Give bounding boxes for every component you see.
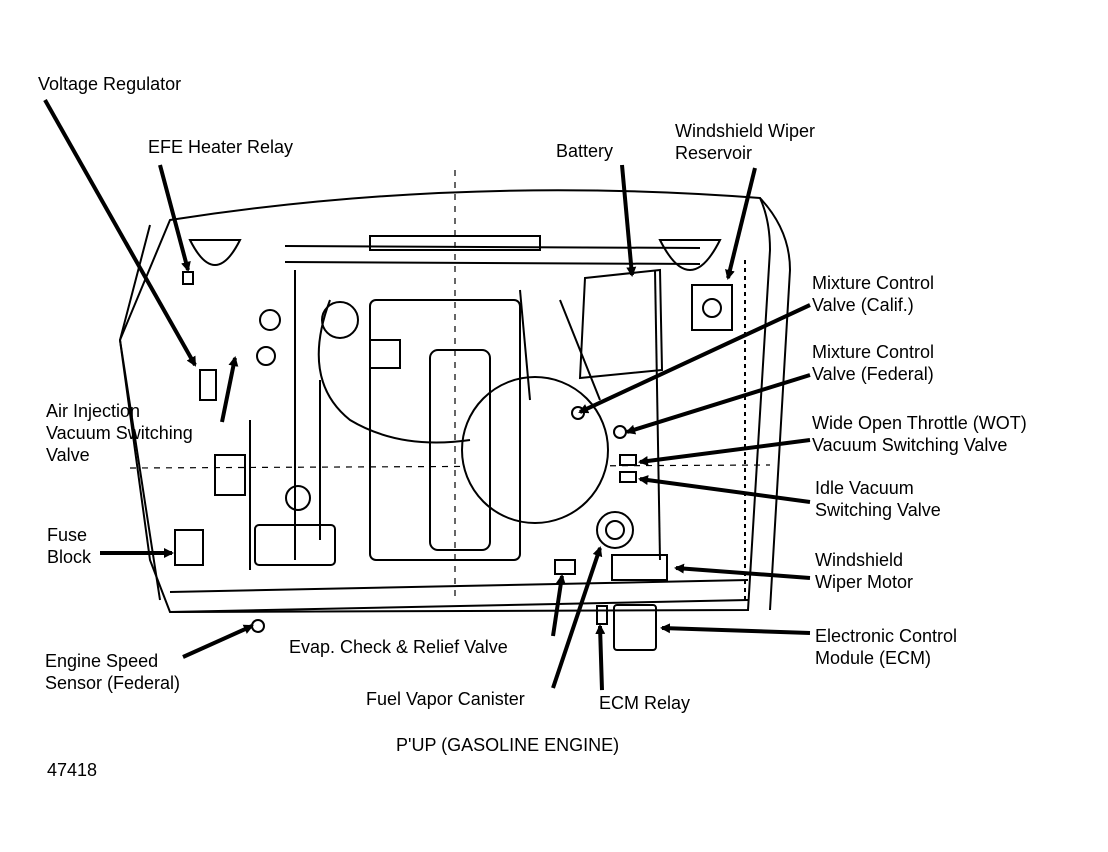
engine-components [174, 239, 733, 651]
label-efe-heater-relay: EFE Heater Relay [148, 137, 294, 157]
label-windshield-wiper-motor: Windshield Wiper Motor [815, 550, 914, 592]
label-fuse-block: Fuse Block [47, 525, 92, 567]
vehicle-outline [118, 170, 792, 614]
label-mixture-control-valve-federal: Mixture Control Valve (Federal) [812, 342, 935, 384]
label-fuel-vapor-canister: Fuel Vapor Canister [366, 689, 525, 709]
label-battery: Battery [556, 141, 614, 161]
label-mixture-control-valve-calif: Mixture Control Valve (Calif.) [812, 273, 935, 315]
label-windshield-wiper-reservoir: Windshield Wiper Reservoir [675, 121, 816, 163]
leader-arrows [43, 99, 811, 691]
label-ecm-relay: ECM Relay [599, 693, 691, 713]
label-electronic-control-module: Electronic Control Module (ECM) [815, 626, 958, 668]
label-voltage-regulator: Voltage Regulator [38, 74, 182, 94]
label-idle-vacuum-switching-valve: Idle Vacuum Switching Valve [815, 478, 941, 520]
label-air-injection-vacuum-switching-valve: Air Injection Vacuum Switching Valve [46, 401, 193, 465]
label-evap-check-relief-valve: Evap. Check & Relief Valve [289, 637, 508, 657]
diagram-caption: P'UP (GASOLINE ENGINE) [396, 735, 620, 755]
figure-number: 47418 [47, 760, 98, 780]
label-wot-vacuum-switching-valve: Wide Open Throttle (WOT) Vacuum Switchin… [812, 413, 1027, 455]
label-engine-speed-sensor: Engine Speed Sensor (Federal) [45, 651, 181, 693]
